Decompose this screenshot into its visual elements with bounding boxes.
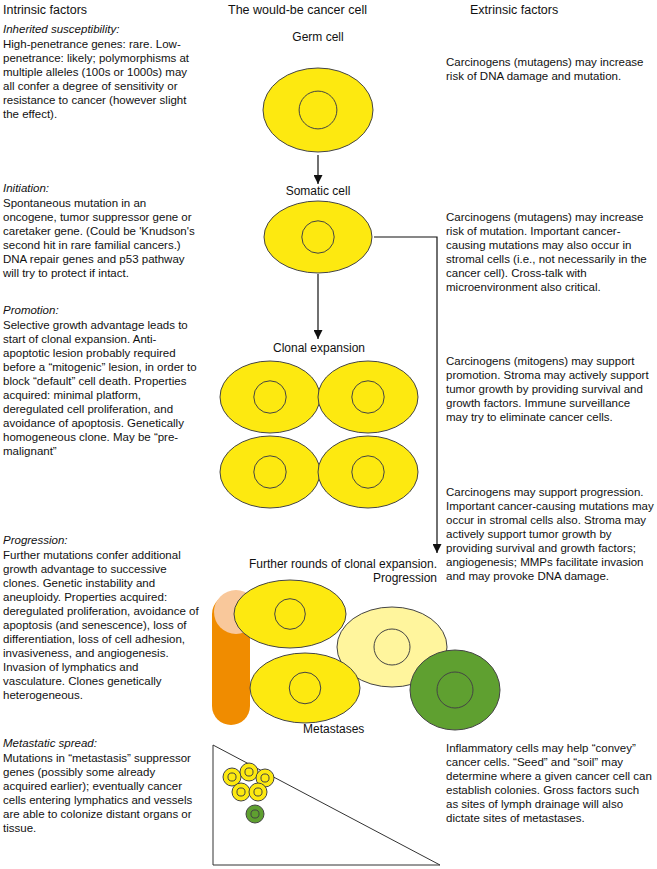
note-text: Carcinogens may support progression. Imp…: [446, 485, 654, 583]
stage-label: Somatic cell: [262, 184, 374, 198]
cell-nucleus: [437, 672, 473, 708]
cell-nucleus: [228, 773, 236, 781]
cell-nucleus: [352, 381, 384, 413]
note-text: Selective growth advantage leads to star…: [3, 318, 201, 458]
cell-nucleus: [251, 810, 259, 818]
stage-heading: Promotion:: [3, 303, 201, 317]
cell-illustration: [215, 339, 423, 511]
note-text: Carcinogens (mitogens) may support promo…: [446, 354, 654, 424]
cell-nucleus: [289, 672, 321, 704]
arrow-connector: [317, 155, 318, 184]
cell-body: [246, 805, 264, 823]
cell-body: [220, 361, 320, 433]
cell-nucleus: [254, 788, 262, 796]
cell-nucleus: [245, 768, 253, 776]
note-text: Further mutations confer additional grow…: [3, 548, 201, 702]
stage-heading: Progression:: [3, 533, 201, 547]
cell-body: [263, 68, 373, 152]
note-text: Carcinogens (mutagens) may increase risk…: [446, 55, 654, 83]
column-heading: The would-be cancer cell: [228, 3, 367, 18]
cell-stage: Somatic cell: [262, 184, 374, 274]
cell-illustration: [213, 722, 441, 866]
note-text: High-penetrance genes: rare. Low-penetra…: [3, 37, 201, 121]
cell-nucleus: [261, 774, 269, 782]
cell-nucleus: [352, 456, 384, 488]
cell-body: [232, 783, 250, 801]
stage-heading: Initiation:: [3, 181, 201, 195]
stage-label: Germ cell: [258, 30, 378, 44]
cell-body: [318, 436, 418, 508]
stage-label: Progression: [205, 571, 437, 585]
note-text: Carcinogens (mutagens) may increase risk…: [446, 210, 654, 294]
cell-stage: Germ cell: [258, 30, 378, 155]
arrow-connector: [317, 274, 318, 339]
cell-body: [250, 653, 360, 723]
column-heading: Extrinsic factors: [470, 3, 558, 18]
cell-body: [318, 361, 418, 433]
cell-body: [220, 436, 320, 508]
cell-stage: Clonal expansion: [215, 339, 423, 511]
cell-nucleus: [299, 91, 337, 129]
cell-body: [410, 650, 500, 730]
cell-body: [264, 201, 372, 273]
cell-stage: Metastases: [213, 722, 441, 866]
cell-nucleus: [254, 381, 286, 413]
note-text: Inflammatory cells may help “convey” can…: [446, 741, 654, 825]
cell-illustration: [258, 30, 378, 155]
cell-nucleus: [302, 221, 334, 253]
cell-nucleus: [275, 599, 306, 630]
cell-body: [240, 763, 258, 781]
column-heading: Intrinsic factors: [3, 3, 87, 18]
stage-label: Clonal expansion: [215, 341, 423, 355]
distant-tissue: [213, 745, 440, 865]
stage-label: Metastases: [303, 722, 441, 736]
note-text: Spontaneous mutation in an oncogene, tum…: [3, 196, 201, 280]
cell-body: [249, 783, 267, 801]
cell-nucleus: [254, 456, 286, 488]
cell-nucleus: [374, 629, 410, 665]
note-text: Mutations in “metastasis” suppressor gen…: [3, 751, 201, 835]
cell-stage: Further rounds of clonal expansion.Progr…: [205, 553, 440, 733]
cell-body: [234, 580, 346, 648]
stage-heading: Metastatic spread:: [3, 736, 201, 750]
cell-nucleus: [237, 788, 245, 796]
stage-label: Further rounds of clonal expansion.: [205, 557, 437, 571]
stage-heading: Inherited susceptibility:: [3, 22, 201, 36]
